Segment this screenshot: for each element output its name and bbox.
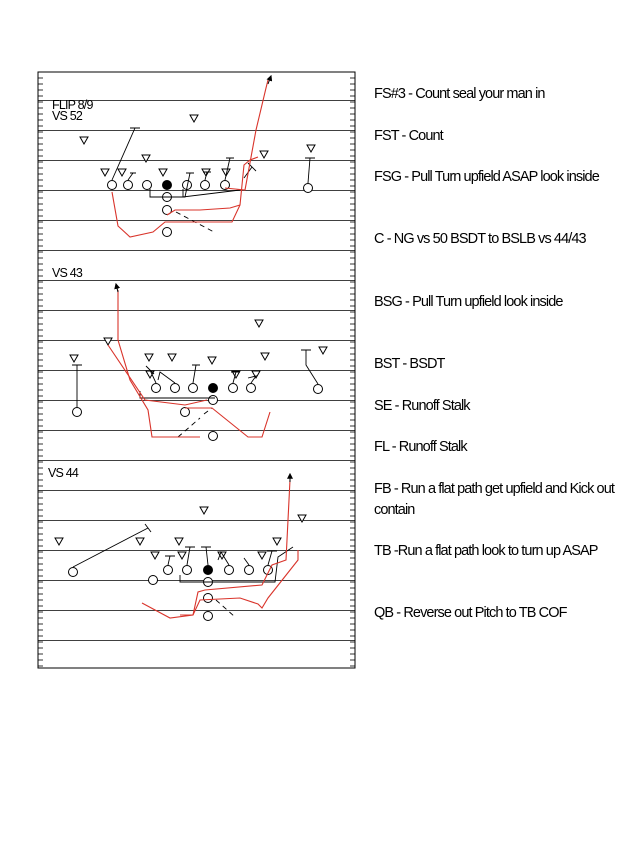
offensive-player — [188, 383, 198, 393]
note-fb: FB - Run a flat path get upfield and Kic… — [374, 481, 615, 518]
defender — [69, 354, 79, 364]
offensive-player — [68, 567, 78, 577]
route-arrow — [114, 282, 121, 293]
defender — [231, 370, 241, 380]
routes-vs43 — [107, 290, 271, 438]
defender — [79, 136, 89, 146]
blocking-lines-vs44 — [72, 523, 294, 618]
defender — [207, 356, 217, 366]
offensive-player — [142, 180, 152, 190]
defender — [221, 168, 231, 178]
offensive-player — [123, 180, 133, 190]
routes-vs44 — [141, 479, 299, 619]
defender — [318, 346, 328, 356]
offensive-player — [220, 180, 230, 190]
note-fs3: FS#3 - Count seal your man in — [374, 86, 545, 102]
center — [203, 565, 213, 575]
offensive-player — [303, 183, 313, 193]
formation-vs43 — [69, 282, 328, 441]
offensive-player — [228, 383, 238, 393]
defender — [254, 319, 264, 329]
defender — [54, 537, 64, 547]
formation-label-flip: FLIP 8/9 — [52, 98, 93, 112]
offensive-player — [313, 384, 323, 394]
note-bst: BST - BSDT — [374, 356, 445, 372]
offensive-player — [163, 565, 173, 575]
offense-vs44 — [68, 565, 273, 621]
field-border — [37, 71, 356, 669]
formation-label-vs52: VS 52 — [52, 109, 83, 123]
routes-vs52 — [111, 79, 269, 238]
defender — [297, 514, 307, 524]
defender — [174, 537, 184, 547]
note-center: C - NG vs 50 BSDT to BSLB vs 44/43 — [374, 231, 587, 247]
defender — [141, 154, 151, 164]
blocking-lines-vs43 — [72, 349, 319, 438]
offense-vs52 — [107, 180, 313, 237]
defender — [251, 370, 261, 380]
defender — [199, 506, 209, 516]
defender — [257, 551, 267, 561]
defender — [150, 551, 160, 561]
defender — [189, 114, 199, 124]
defender — [272, 537, 282, 547]
defender — [167, 353, 177, 363]
formation-label-vs44: VS 44 — [48, 466, 79, 480]
offensive-player — [72, 407, 82, 417]
defender — [158, 168, 168, 178]
offensive-player — [180, 407, 190, 417]
offense-vs43 — [72, 383, 323, 441]
defender — [306, 144, 316, 154]
defender — [103, 337, 113, 347]
defender — [260, 352, 270, 362]
offensive-player — [162, 227, 172, 237]
defender — [100, 168, 110, 178]
yard-lines — [38, 100, 355, 641]
defender — [135, 537, 145, 547]
defender — [259, 150, 269, 160]
formation-label-vs43: VS 43 — [52, 266, 83, 280]
offensive-player — [182, 565, 192, 575]
note-bsg: BSG - Pull Turn upfield look inside — [374, 294, 563, 310]
note-fsg: FSG - Pull Turn upfield ASAP look inside — [374, 169, 600, 185]
note-se: SE - Runoff Stalk — [374, 398, 471, 414]
defender — [144, 353, 154, 363]
formation-vs44 — [54, 472, 307, 621]
offensive-player — [148, 575, 158, 585]
note-fst: FST - Count — [374, 128, 444, 144]
offensive-player — [203, 611, 213, 621]
offensive-player — [107, 180, 117, 190]
note-qb: QB - Reverse out Pitch to TB COF — [374, 605, 567, 621]
offensive-player — [224, 565, 234, 575]
offensive-player — [246, 383, 256, 393]
offensive-player — [151, 383, 161, 393]
offensive-player — [208, 431, 218, 441]
defender — [117, 168, 127, 178]
defense-vs43 — [69, 319, 328, 380]
note-tb: TB -Run a flat path look to turn up ASAP — [374, 543, 598, 559]
formation-vs52 — [79, 74, 316, 238]
hash-marks — [38, 77, 355, 667]
defender — [177, 551, 187, 561]
offensive-player — [244, 565, 254, 575]
defense-vs52 — [79, 114, 316, 178]
route-arrow — [266, 74, 273, 85]
offensive-player — [200, 180, 210, 190]
center — [162, 180, 172, 190]
offensive-player — [203, 593, 213, 603]
offensive-player — [208, 395, 218, 405]
note-fl: FL - Runoff Stalk — [374, 439, 468, 455]
offensive-player — [170, 383, 180, 393]
blocking-lines-vs52 — [111, 127, 315, 233]
center — [208, 383, 218, 393]
defender — [201, 168, 211, 178]
